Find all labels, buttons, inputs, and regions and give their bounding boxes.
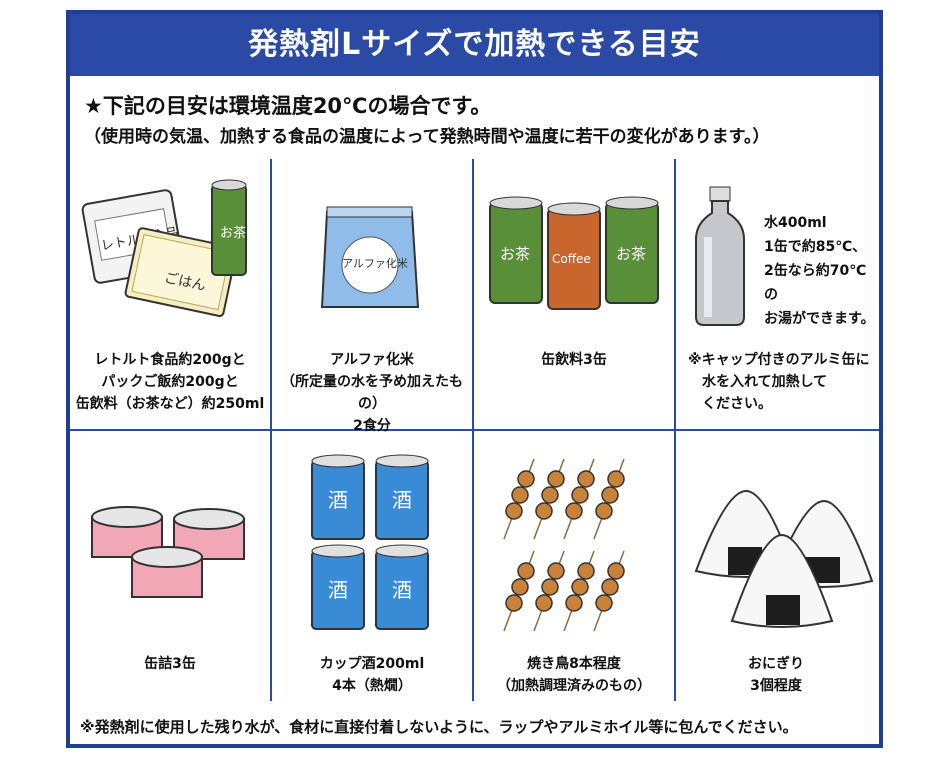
grid-divider <box>70 429 879 431</box>
can-label-2: Coffee <box>552 252 591 266</box>
three-cans-illustration: お茶 Coffee お茶 <box>489 196 659 310</box>
bag-label: アルファ化米 <box>342 256 408 270</box>
aluminum-bottle-illustration <box>695 186 745 326</box>
cell-caption: 焼き鳥8本程度 （加熱調理済みのもの） <box>497 656 651 694</box>
can-label: お茶 <box>220 225 246 241</box>
onigiri-illustration <box>694 489 874 628</box>
panel-title: 発熱剤Lサイズで加熱できる目安 <box>70 14 879 76</box>
cell-caption: ※キャップ付きのアルミ缶に 水を入れて加熱して ください。 <box>688 352 870 412</box>
intro-text: ★下記の目安は環境温度20℃の場合です。 <box>84 94 492 118</box>
cell-retort-rice-can: レトルト食品 ごはん お茶 レトルト食品約200gと パックご飯約200gと 缶… <box>70 159 270 429</box>
tin-cans-illustration <box>91 506 245 598</box>
cell-caption: 缶飲料3缶 <box>541 352 607 368</box>
cell-canned-food: 缶詰3缶 <box>70 431 270 701</box>
cell-caption: 缶詰3缶 <box>144 656 196 672</box>
cup-label: 酒 <box>392 578 412 602</box>
alpha-rice-bag-illustration: アルファ化米 <box>320 206 420 308</box>
cell-caption: アルファ化米 （所定量の水を予め加えたもの） 2食分 <box>281 352 463 434</box>
info-panel: 発熱剤Lサイズで加熱できる目安 ★下記の目安は環境温度20℃の場合です。 （使用… <box>66 10 883 748</box>
cell-water-bottle: 水400ml 1缶で約85℃、 2缶なら約70℃の お湯ができます。 ※キャップ… <box>676 159 876 429</box>
footer-note: ※発熱剤に使用した残り水が、食材に直接付着しないように、ラップやアルミホイル等に… <box>80 718 798 736</box>
yakitori-illustration <box>503 458 625 632</box>
cell-three-cans: お茶 Coffee お茶 缶飲料3缶 <box>474 159 674 429</box>
cell-caption: カップ酒200ml 4本（熱燗） <box>319 656 425 694</box>
cell-caption: おにぎり 3個程度 <box>748 656 804 694</box>
can-label-3: お茶 <box>616 245 646 263</box>
water-note: 水400ml 1缶で約85℃、 2缶なら約70℃の お湯ができます。 <box>764 215 875 327</box>
cup-sake-illustration: 酒 酒 酒 酒 <box>311 454 429 630</box>
retort-pouch-illustration: レトルト食品 ごはん お茶 <box>81 179 247 317</box>
cell-cup-sake: 酒 酒 酒 酒 カップ酒200ml 4本（熱燗） <box>272 431 472 701</box>
can-label-1: お茶 <box>500 245 530 263</box>
cell-alpha-rice: アルファ化米 アルファ化米 （所定量の水を予め加えたもの） 2食分 <box>272 159 472 434</box>
cup-label: 酒 <box>328 578 348 602</box>
cup-label: 酒 <box>392 488 412 512</box>
cup-label: 酒 <box>328 488 348 512</box>
cell-caption: レトルト食品約200gと パックご飯約200gと 缶飲料（お茶など）約250ml <box>75 352 265 412</box>
note-text: （使用時の気温、加熱する食品の温度によって発熱時間や温度に若干の変化があります。… <box>84 127 770 147</box>
cell-onigiri: おにぎり 3個程度 <box>676 431 876 701</box>
cell-yakitori: 焼き鳥8本程度 （加熱調理済みのもの） <box>474 431 674 701</box>
